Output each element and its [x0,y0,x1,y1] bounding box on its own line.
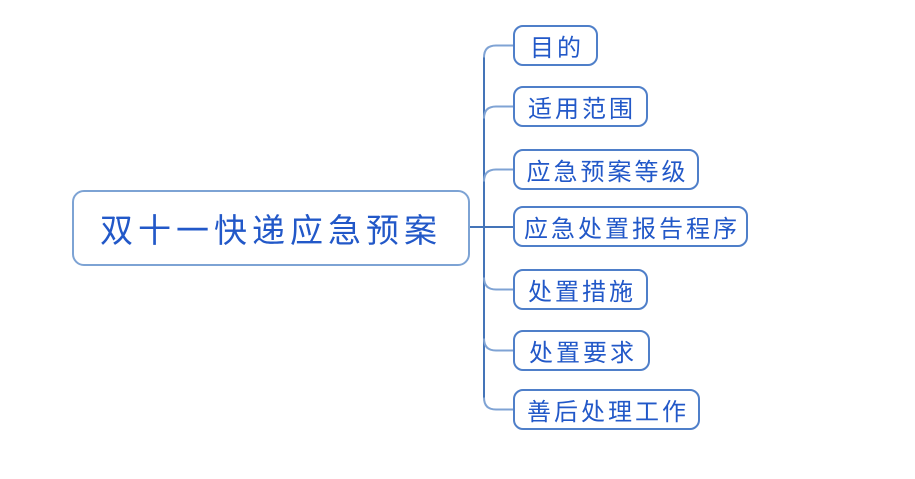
node-plan-level[interactable]: 应急预案等级 [513,149,699,190]
child-node-label: 应急预案等级 [526,160,689,186]
root-node-label: 双十一快递应急预案 [100,214,442,250]
node-aftermath-work[interactable]: 善后处理工作 [513,389,700,430]
connector-branch-5 [483,277,514,291]
node-scope[interactable]: 适用范围 [513,86,648,127]
child-node-label: 适用范围 [528,97,636,123]
connector-branch-3 [483,168,514,182]
connector-branch-7 [483,397,514,411]
node-root-emergency-plan[interactable]: 双十一快递应急预案 [72,190,470,266]
connector-branch-6 [483,338,514,352]
child-node-label: 目的 [530,36,584,62]
node-response-measures[interactable]: 处置措施 [513,269,648,310]
child-node-label: 处置要求 [529,341,637,367]
connector-branch-1 [483,44,514,58]
child-node-label: 善后处理工作 [527,400,689,426]
node-response-requirements[interactable]: 处置要求 [513,330,650,371]
node-report-procedure[interactable]: 应急处置报告程序 [513,206,748,247]
node-purpose[interactable]: 目的 [513,25,598,66]
child-node-label: 应急处置报告程序 [524,217,740,243]
connector-branch-2 [483,105,514,119]
child-node-label: 处置措施 [528,280,636,306]
